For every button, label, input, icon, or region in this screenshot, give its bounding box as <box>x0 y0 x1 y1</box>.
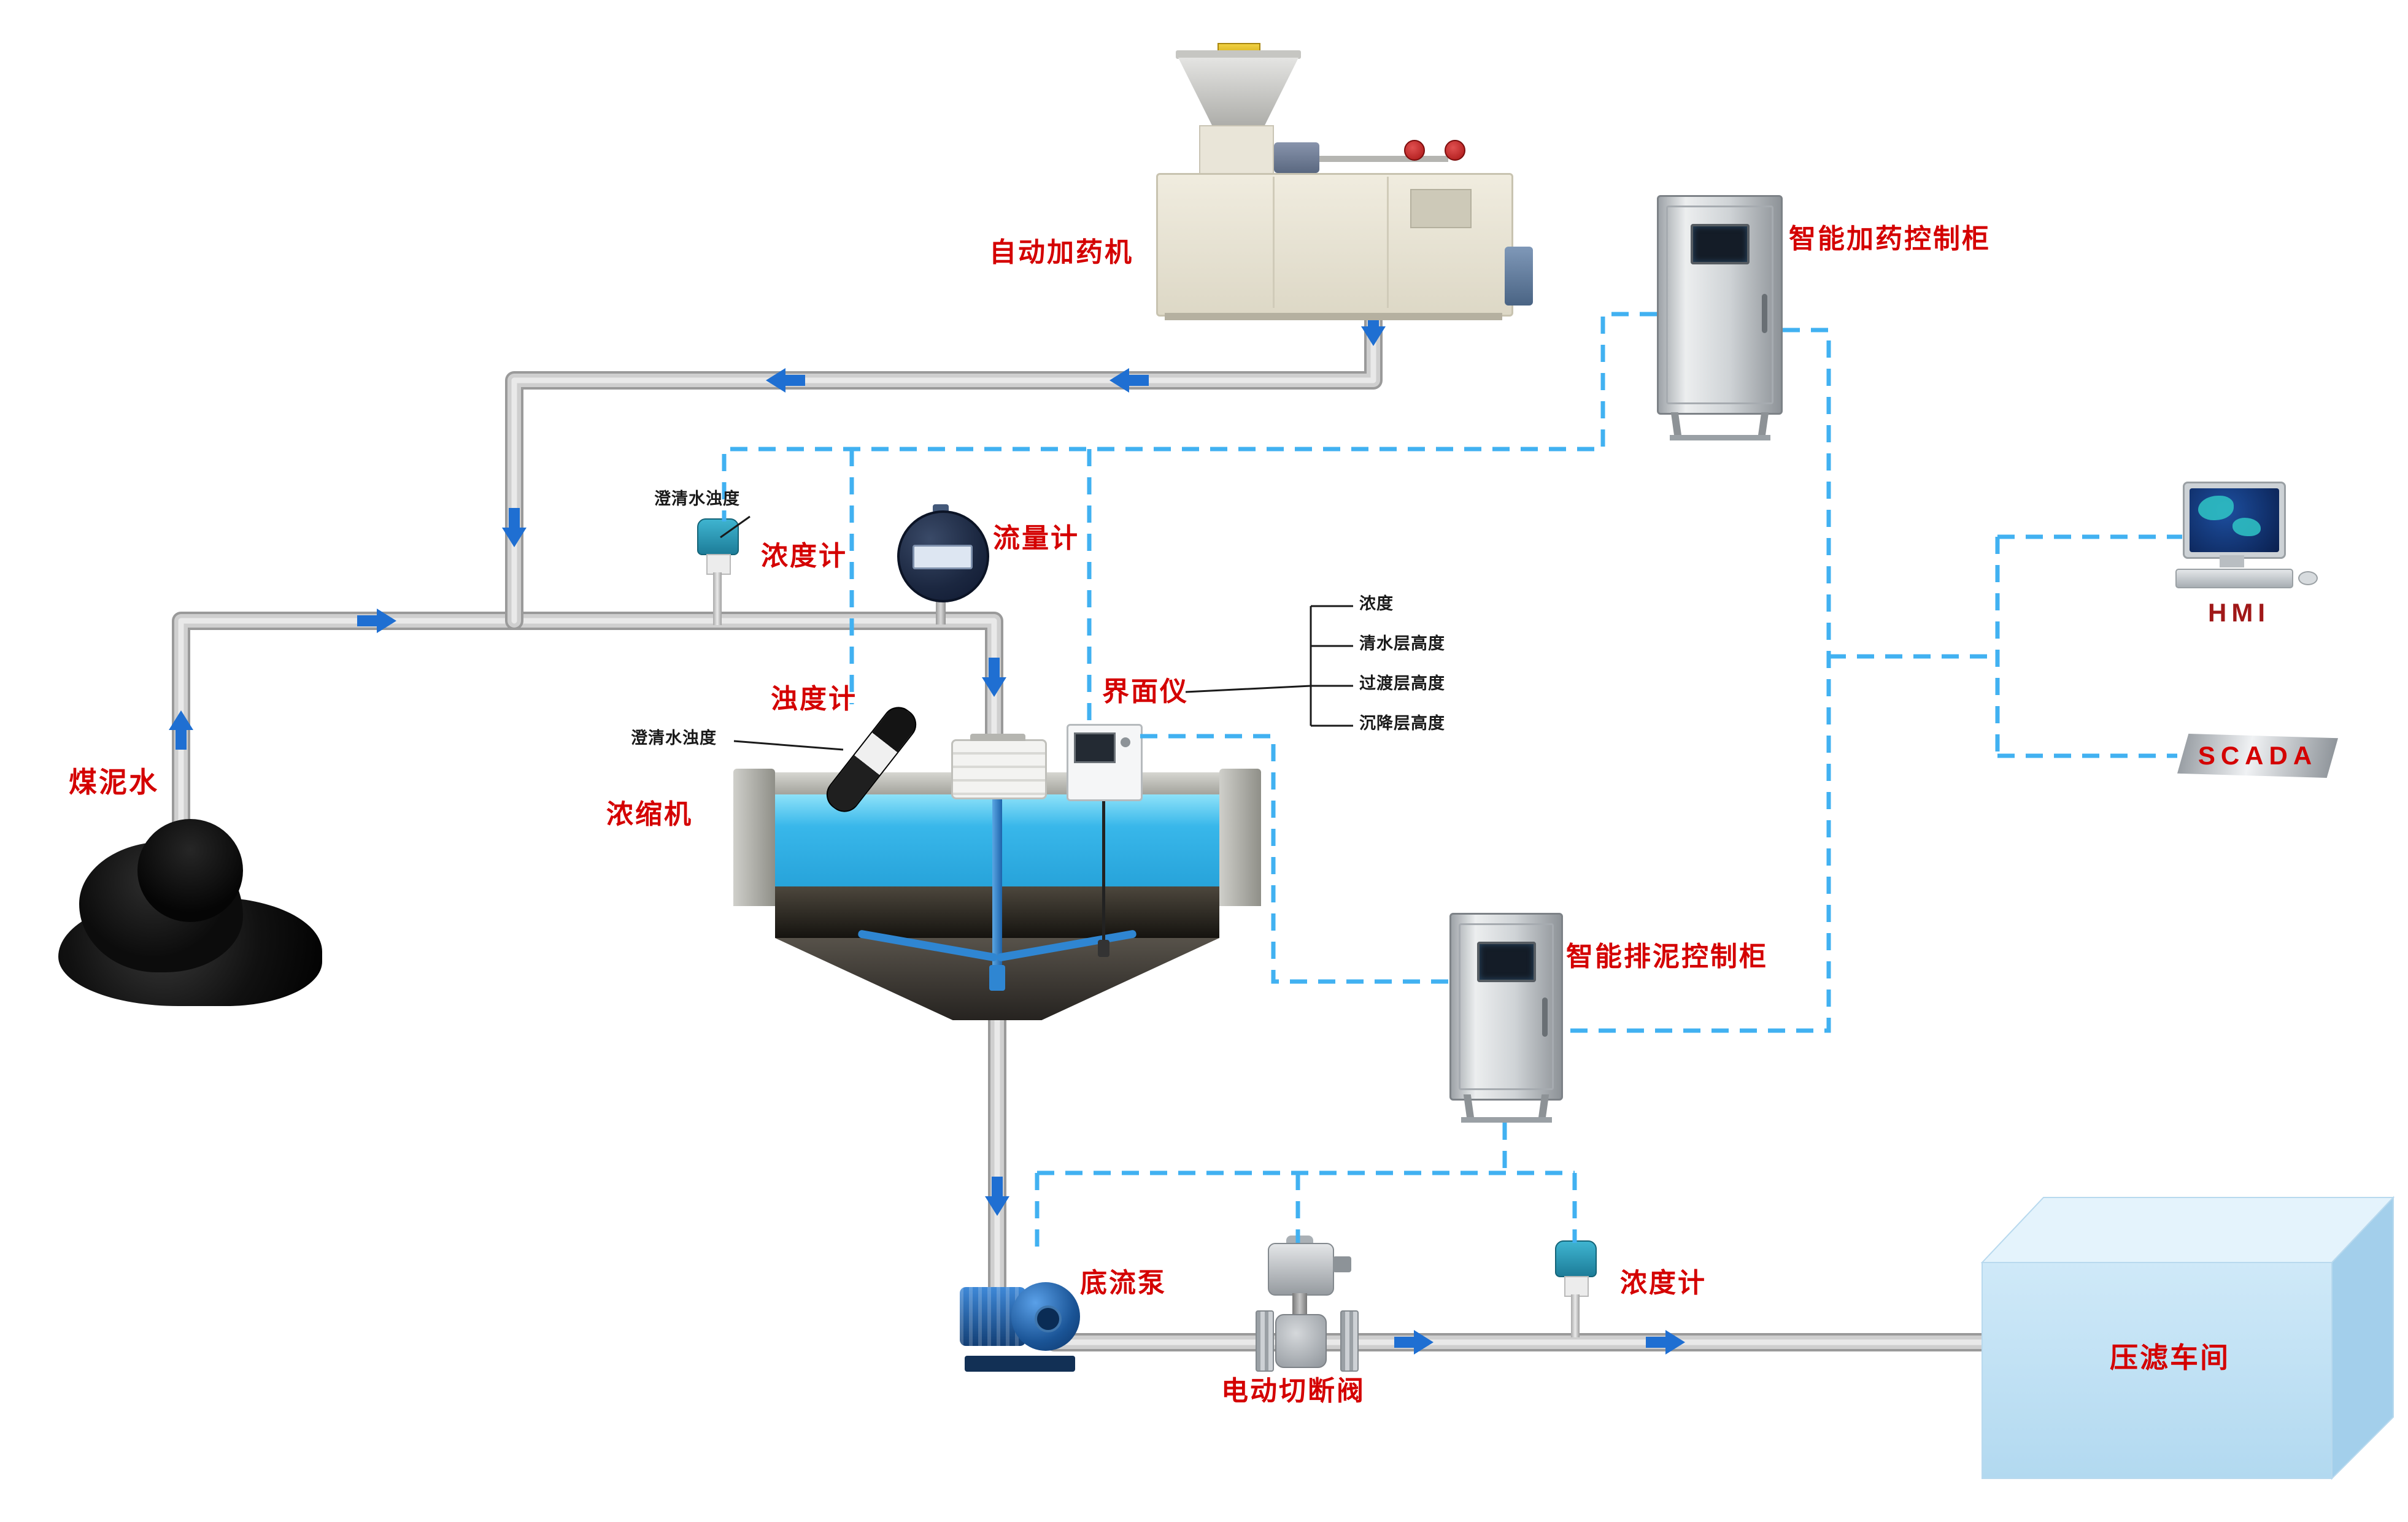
valve-handwheel <box>1445 140 1465 161</box>
label-density-meter-top: 浓度计 <box>761 541 847 571</box>
keyboard <box>2175 569 2293 588</box>
valve-actuator <box>1268 1243 1334 1296</box>
machine-base <box>1165 313 1502 320</box>
cabinet-door <box>1459 923 1554 1090</box>
sensor-stem <box>713 572 722 625</box>
label-interface-meter: 界面仪 <box>1102 677 1189 707</box>
cabinet-base <box>1461 1117 1552 1123</box>
cabinet-base <box>1669 435 1770 440</box>
reading-settling-layer-height: 沉降层高度 <box>1359 714 1445 732</box>
actuator-connector <box>1333 1256 1351 1272</box>
filter-press-building <box>1980 1196 2395 1480</box>
cabinet-body <box>1449 913 1563 1101</box>
dosing-control-cabinet <box>1657 195 1783 440</box>
cabinet-screen <box>1476 942 1536 982</box>
sensor-collar <box>1564 1276 1589 1297</box>
top-piping <box>1319 156 1448 162</box>
valve-handwheel <box>1404 140 1425 161</box>
reading-clear-layer-height: 清水层高度 <box>1359 634 1445 653</box>
flow-meter <box>897 504 989 627</box>
screen-graphic <box>2232 518 2261 536</box>
valve-stem <box>1292 1293 1307 1314</box>
cabinet-handle <box>1542 997 1548 1037</box>
label-turbidity-meter: 浊度计 <box>771 684 857 714</box>
hmi-computer <box>2175 482 2320 589</box>
mud-control-cabinet <box>1449 913 1563 1123</box>
interface-meter <box>1067 724 1143 960</box>
label-coal-slurry: 煤泥水 <box>69 766 159 798</box>
tank-wall-right <box>1219 769 1261 906</box>
label-thickener: 浓缩机 <box>606 799 693 829</box>
building-top-face <box>1980 1197 2395 1263</box>
monitor-stand <box>2220 555 2244 567</box>
reading-density: 浓度 <box>1359 594 1394 613</box>
label-flow-meter: 流量计 <box>993 523 1079 553</box>
electric-shutoff-valve <box>1251 1234 1364 1372</box>
monitor <box>2183 482 2286 559</box>
meter-display <box>913 545 973 569</box>
hopper-rim <box>1176 50 1301 59</box>
sensor-stem <box>1571 1294 1580 1337</box>
probe-sensor <box>1098 940 1109 957</box>
signal-dosing-to-instruments <box>722 312 1657 521</box>
rake-hub <box>989 965 1005 991</box>
transmitter-screen <box>1074 732 1116 763</box>
signal-branch-hmi-scada <box>1829 534 2182 758</box>
drive-unit <box>951 734 1047 799</box>
label-dosing-machine: 自动加药机 <box>989 237 1133 267</box>
label-dosing-cabinet: 智能加药控制柜 <box>1789 224 1991 254</box>
cabinet-screen <box>1690 224 1750 264</box>
thickener-tank <box>730 733 1264 1028</box>
transmitter-button <box>1121 737 1130 747</box>
panel-seam <box>1387 177 1389 308</box>
cabinet-body <box>1657 195 1783 415</box>
density-meter-top <box>697 518 740 629</box>
callout-interface-bracket <box>1185 605 1353 727</box>
hopper <box>1178 58 1299 125</box>
label-filter-press: 压滤车间 <box>2110 1342 2230 1374</box>
note-clarified-turbidity-side: 澄清水浊度 <box>631 729 717 747</box>
label-mud-cabinet: 智能排泥控制柜 <box>1566 942 1768 972</box>
label-density-meter-bottom: 浓度计 <box>1620 1268 1707 1298</box>
panel-seam <box>1273 177 1275 308</box>
dosing-machine <box>1146 43 1545 322</box>
feeder-unit <box>1199 125 1274 177</box>
probe-cable <box>1102 799 1105 941</box>
reading-transition-layer-height: 过渡层高度 <box>1359 674 1445 693</box>
scada-plate: SCADA <box>2177 734 2338 778</box>
note-clarified-turbidity-top: 澄清水浊度 <box>654 490 740 508</box>
cabinet-handle <box>1762 294 1767 334</box>
underflow-pump <box>956 1251 1085 1372</box>
valve-flange-left <box>1256 1310 1274 1372</box>
scada-label: SCADA <box>2198 741 2318 770</box>
mixer-motor <box>1274 142 1319 173</box>
mouse <box>2298 571 2318 585</box>
pump-cap <box>1035 1305 1062 1332</box>
control-panel <box>1410 189 1472 228</box>
valve-flange-right <box>1340 1310 1359 1372</box>
rake-shaft <box>992 794 1002 983</box>
coal-slurry-pile <box>58 819 322 1006</box>
sensor-head <box>697 518 739 555</box>
label-hmi: HMI <box>2208 598 2270 627</box>
coal-mound <box>137 819 243 922</box>
sensor-head <box>1555 1240 1597 1277</box>
monitor-screen <box>2190 488 2279 552</box>
label-underflow-pump: 底流泵 <box>1080 1268 1167 1298</box>
valve-body <box>1275 1314 1327 1368</box>
pump-base <box>965 1356 1075 1372</box>
label-electric-valve: 电动切断阀 <box>1221 1376 1365 1406</box>
density-meter-bottom <box>1555 1240 1598 1345</box>
tank-wall-left <box>733 769 775 906</box>
turbidity-probe <box>820 700 923 819</box>
sensor-collar <box>706 554 731 575</box>
screen-graphic <box>2198 496 2234 520</box>
dosing-pump <box>1505 247 1533 306</box>
building-front-face <box>1982 1262 2333 1479</box>
